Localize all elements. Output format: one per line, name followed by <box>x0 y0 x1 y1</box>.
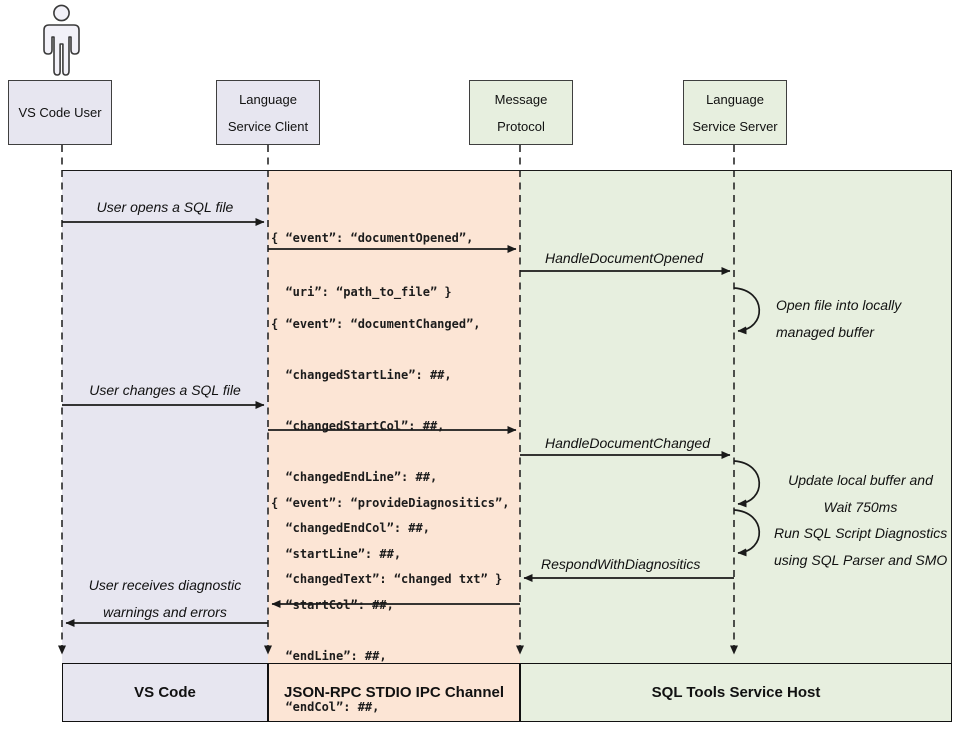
label-handle-document-changed: HandleDocumentChanged <box>545 435 710 451</box>
label-open-file-line1: Open file into locally <box>776 297 902 313</box>
actor-label-client-line1: Language <box>239 91 297 107</box>
label-run-diagnostics-line2: using SQL Parser and SMO <box>774 552 948 568</box>
payload-line: “endCol”: ##, <box>271 700 380 714</box>
lane-vscode <box>62 170 268 722</box>
lane-footer-vscode: VS Code <box>62 663 268 722</box>
payload-line: “startCol”: ##, <box>271 598 394 612</box>
label-handle-document-opened: HandleDocumentOpened <box>545 250 703 266</box>
label-update-buffer: Update local buffer and Wait 750ms <box>768 467 953 521</box>
actor-box-language-service-server: Language Service Server <box>683 80 787 145</box>
label-user-changes: User changes a SQL file <box>89 382 241 398</box>
label-update-buffer-line2: Wait 750ms <box>823 499 898 515</box>
payload-line: “uri”: “path_to_file” } <box>271 285 452 299</box>
actor-label-server-line2: Service Server <box>692 118 778 134</box>
lane-ipc-channel <box>268 170 520 722</box>
payload-line: { “event”: “documentOpened”, <box>271 231 474 245</box>
label-user-receives-line1: User receives diagnostic <box>88 577 242 593</box>
label-user-receives-line2: warnings and errors <box>103 604 227 620</box>
actor-label-vscode-user: VS Code User <box>18 105 102 120</box>
payload-line: “changedStartLine”: ##, <box>271 368 452 382</box>
actor-box-language-service-client: Language Service Client <box>216 80 320 145</box>
payload-provide-diagnostics: { “event”: “provideDiagnositics”, “start… <box>271 464 509 732</box>
payload-line: “changedEndLine”: ##, <box>271 470 438 484</box>
label-open-file-buffer: Open file into locally managed buffer <box>776 292 962 346</box>
payload-line: “endLine”: ##, <box>271 649 387 663</box>
actor-label-client-line2: Service Client <box>227 118 309 134</box>
payload-line: “changedText”: “changed txt” } <box>271 572 503 586</box>
actor-label-server-line1: Language <box>706 91 764 107</box>
payload-line: { “event”: “documentChanged”, <box>271 317 481 331</box>
label-run-diagnostics-line1: Run SQL Script Diagnostics <box>774 525 948 541</box>
lane-sql-tools-host <box>520 170 952 722</box>
lane-footer-vscode-label: VS Code <box>134 684 196 701</box>
payload-line: “changedStartCol”: ##, <box>271 419 445 433</box>
user-actor-icon <box>43 4 80 76</box>
label-user-opens: User opens a SQL file <box>96 199 234 215</box>
actor-label-protocol-line1: Message <box>494 91 548 107</box>
payload-line: “startLine”: ##, <box>271 547 402 561</box>
label-run-diagnostics: Run SQL Script Diagnostics using SQL Par… <box>774 520 962 574</box>
lane-footer-host-label: SQL Tools Service Host <box>651 684 821 701</box>
label-update-buffer-line1: Update local buffer and <box>788 472 933 488</box>
actor-label-protocol-line2: Protocol <box>497 118 545 134</box>
payload-document-changed: { “event”: “documentChanged”, “changedSt… <box>271 285 502 619</box>
lane-footer-sql-tools-host: SQL Tools Service Host <box>520 663 952 722</box>
actor-box-vscode-user: VS Code User <box>8 80 112 145</box>
payload-line: “changedEndCol”: ##, <box>271 521 430 535</box>
label-open-file-line2: managed buffer <box>776 324 875 340</box>
lane-footer-ipc-label: JSON-RPC STDIO IPC Channel <box>283 684 505 701</box>
actor-box-message-protocol: Message Protocol <box>469 80 573 145</box>
payload-document-opened: { “event”: “documentOpened”, “uri”: “pat… <box>271 197 473 333</box>
label-respond-with-diagnostics: RespondWithDiagnositics <box>541 556 701 572</box>
lane-footer-ipc-channel: JSON-RPC STDIO IPC Channel <box>268 663 520 722</box>
payload-line: { “event”: “provideDiagnositics”, <box>271 496 510 510</box>
label-user-receives: User receives diagnostic warnings and er… <box>62 572 268 626</box>
